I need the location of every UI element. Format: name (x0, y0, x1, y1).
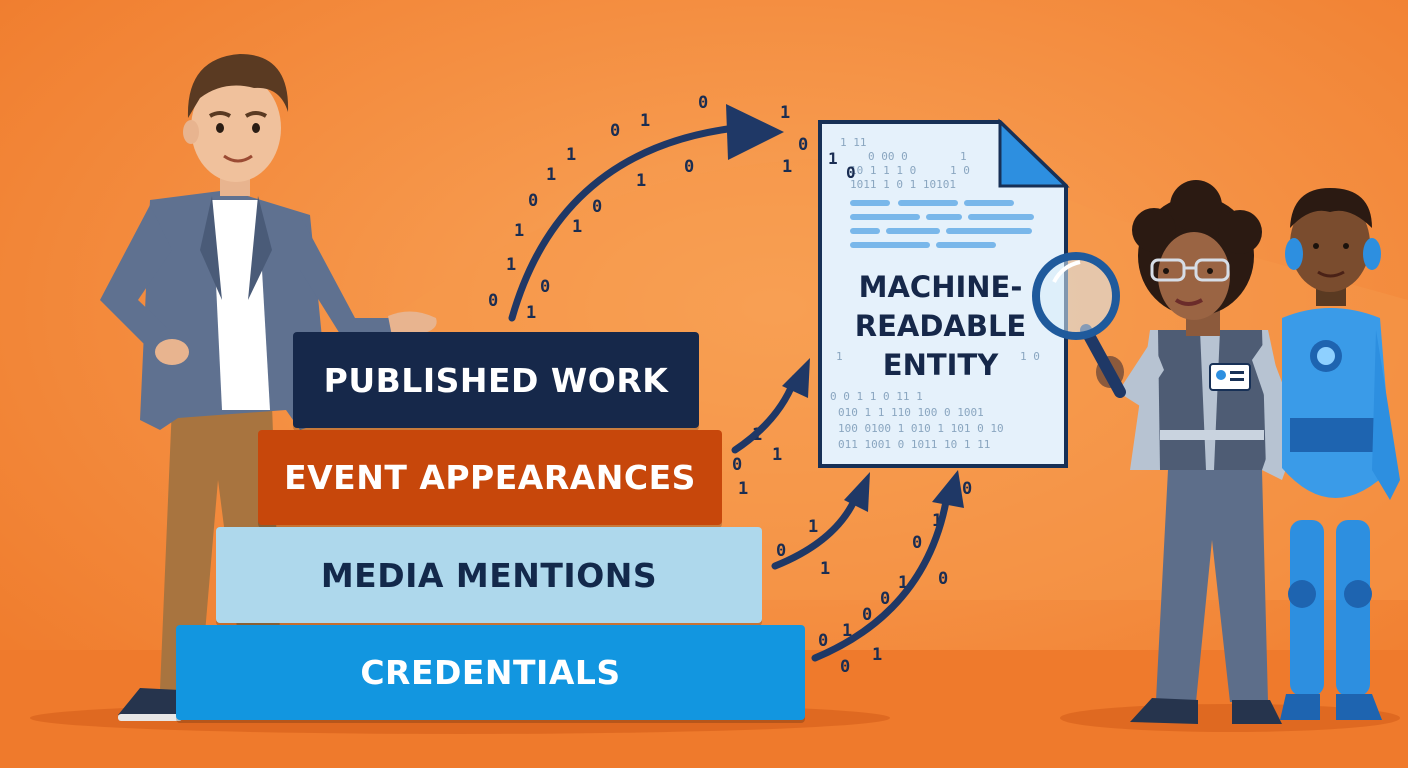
svg-text:1: 1 (820, 559, 830, 579)
arrowheads (726, 104, 964, 512)
svg-text:0: 0 (846, 163, 856, 182)
event-appearances-block: EVENT APPEARANCES (258, 430, 722, 525)
svg-text:1: 1 (842, 621, 852, 641)
svg-text:100 0100 1 010 1 101 0 10: 100 0100 1 010 1 101 0 10 (838, 422, 1004, 435)
svg-text:0 00 0: 0 00 0 (868, 150, 908, 163)
svg-text:0 0 1 1 0 11 1: 0 0 1 1 0 11 1 (830, 390, 923, 403)
svg-text:1: 1 (898, 573, 908, 593)
svg-text:0: 0 (840, 657, 850, 677)
svg-text:1: 1 (572, 217, 582, 237)
media-mentions-block: MEDIA MENTIONS (216, 527, 762, 623)
svg-text:0: 0 (962, 479, 972, 499)
svg-text:1 0: 1 0 (1020, 350, 1040, 363)
svg-text:0: 0 (698, 93, 708, 113)
published-work-block: PUBLISHED WORK (293, 332, 699, 428)
svg-text:1: 1 (782, 157, 792, 177)
event-appearances-label: EVENT APPEARANCES (284, 458, 696, 497)
document-title-line-3: ENTITY (882, 348, 999, 382)
svg-text:1 11: 1 11 (840, 136, 867, 149)
document-title-line-1: MACHINE- (858, 270, 1023, 304)
svg-text:1: 1 (836, 350, 843, 363)
published-work-label: PUBLISHED WORK (323, 360, 669, 400)
svg-text:010 1 1 110 100 0 1001: 010 1 1 110 100 0 1001 (838, 406, 984, 419)
svg-text:1: 1 (506, 255, 516, 275)
svg-text:1: 1 (738, 479, 748, 499)
svg-text:0: 0 (684, 157, 694, 177)
svg-text:1: 1 (960, 150, 967, 163)
svg-text:1 0: 1 0 (950, 164, 970, 177)
svg-text:1: 1 (932, 511, 942, 531)
svg-text:1: 1 (636, 171, 646, 191)
document-title-line-2: READABLE (854, 309, 1027, 343)
svg-text:1: 1 (546, 165, 556, 185)
svg-text:1011 1 0 1 10101: 1011 1 0 1 10101 (850, 178, 956, 191)
svg-text:0: 0 (540, 277, 550, 297)
svg-text:1: 1 (808, 517, 818, 537)
robot-figure (1280, 188, 1400, 720)
woman-figure (1096, 180, 1300, 724)
svg-text:0: 0 (610, 121, 620, 141)
svg-text:0: 0 (732, 455, 742, 475)
credentials-block: CREDENTIALS (176, 625, 805, 720)
svg-text:1: 1 (780, 103, 790, 123)
svg-text:0: 0 (880, 589, 890, 609)
svg-text:0: 0 (912, 533, 922, 553)
svg-text:0: 0 (938, 569, 948, 589)
svg-text:1: 1 (640, 111, 650, 131)
svg-text:011 1001 0 1011 10 1 11: 011 1001 0 1011 10 1 11 (838, 438, 990, 451)
magnifying-glass-icon (1032, 252, 1126, 398)
svg-text:1: 1 (872, 645, 882, 665)
document-icon: 1 110 00 0 1 10 1 1 1 0 1 0 1011 1 0 1 101… (818, 118, 1070, 468)
svg-text:0: 0 (818, 631, 828, 651)
svg-text:1: 1 (514, 221, 524, 241)
document-title: MACHINE- READABLE ENTITY (828, 268, 1053, 385)
man-figure (100, 54, 437, 721)
svg-text:0: 0 (862, 605, 872, 625)
svg-text:1: 1 (526, 303, 536, 323)
svg-text:1: 1 (566, 145, 576, 165)
svg-text:0: 0 (776, 541, 786, 561)
id-badge-icon (1209, 363, 1251, 391)
svg-text:10 1 1 1 0: 10 1 1 1 0 (850, 164, 916, 177)
svg-text:0: 0 (798, 135, 808, 155)
svg-text:1: 1 (828, 149, 838, 168)
svg-text:0: 0 (592, 197, 602, 217)
svg-text:1: 1 (772, 445, 782, 465)
credentials-label: CREDENTIALS (360, 653, 621, 692)
svg-text:0: 0 (528, 191, 538, 211)
media-mentions-label: MEDIA MENTIONS (320, 555, 658, 595)
svg-text:0: 0 (488, 291, 498, 311)
